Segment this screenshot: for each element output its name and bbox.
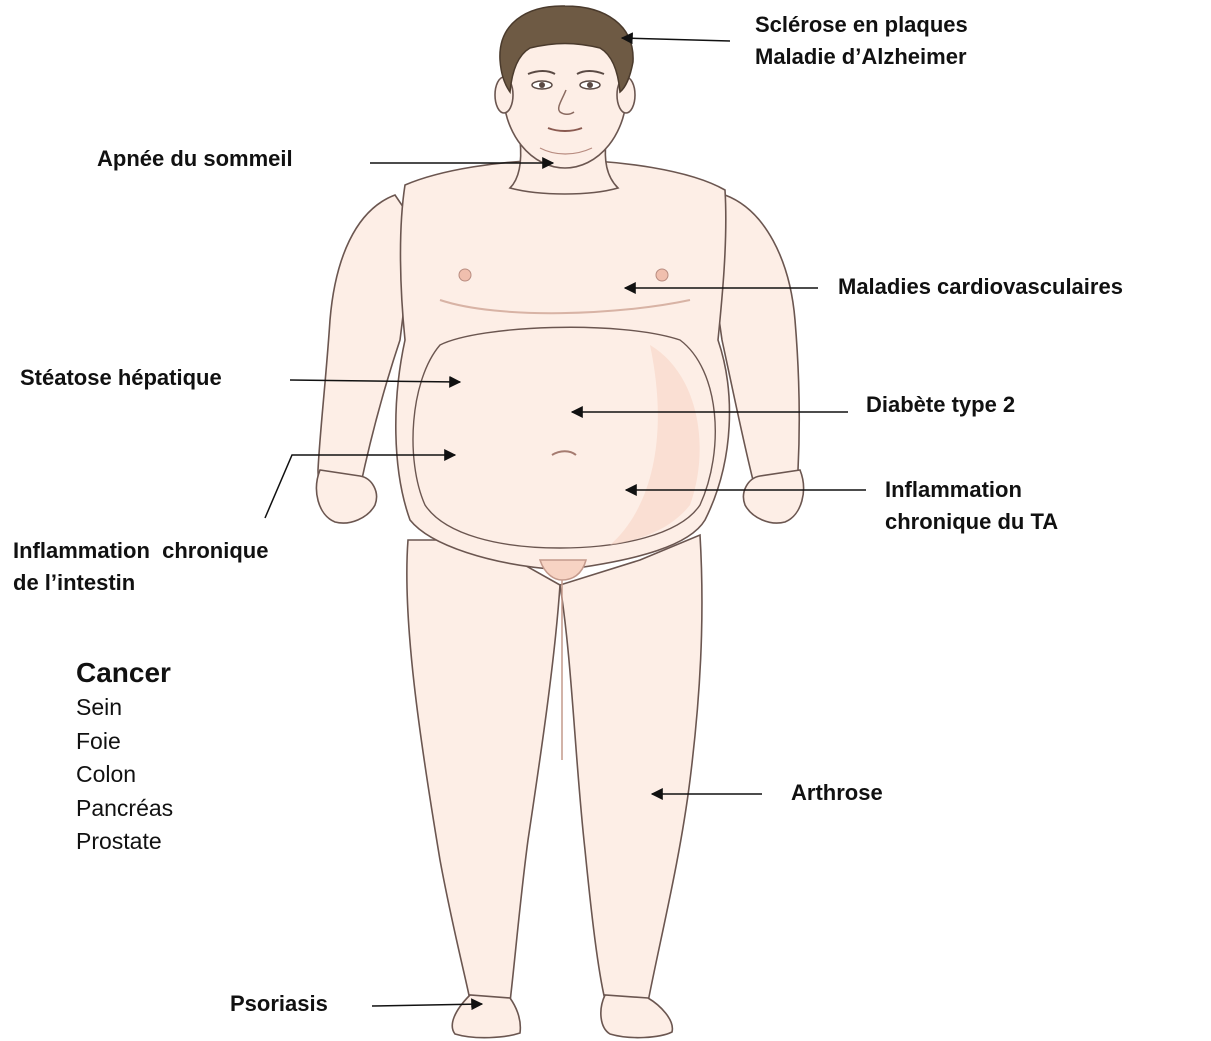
label-inflam-int-line2: de l’intestin <box>13 567 268 599</box>
left-leg <box>407 540 560 1002</box>
cancer-item: Colon <box>76 758 173 792</box>
left-iris <box>539 82 545 88</box>
right-leg <box>560 535 702 1002</box>
left-nipple <box>459 269 471 281</box>
label-steatose: Stéatose hépatique <box>20 362 222 394</box>
label-inflammation-intestin: Inflammation chronique de l’intestin <box>13 535 268 599</box>
label-inflam-ta-line1: Inflammation <box>885 474 1058 506</box>
cancer-item: Sein <box>76 691 173 725</box>
cancer-item: Foie <box>76 725 173 759</box>
label-cardio-text: Maladies cardiovasculaires <box>838 271 1123 303</box>
cancer-title: Cancer <box>76 655 173 691</box>
label-psoriasis: Psoriasis <box>230 988 328 1020</box>
right-foot <box>601 995 673 1038</box>
label-apnee-text: Apnée du sommeil <box>97 143 293 175</box>
label-apnee: Apnée du sommeil <box>97 143 293 175</box>
left-hand <box>316 470 376 523</box>
label-inflam-int-line1: Inflammation chronique <box>13 535 268 567</box>
label-sclerose-alzheimer: Sclérose en plaques Maladie d’Alzheimer <box>755 9 968 73</box>
cancer-item: Prostate <box>76 825 173 859</box>
label-alzheimer: Maladie d’Alzheimer <box>755 41 968 73</box>
label-cardio: Maladies cardiovasculaires <box>838 271 1123 303</box>
label-diabete: Diabète type 2 <box>866 389 1015 421</box>
body-figure <box>316 6 803 1038</box>
label-inflam-ta-line2: chronique du TA <box>885 506 1058 538</box>
left-foot <box>452 995 520 1038</box>
label-steatose-text: Stéatose hépatique <box>20 362 222 394</box>
arrow-sclerose <box>622 38 730 41</box>
label-arthrose: Arthrose <box>791 777 883 809</box>
right-nipple <box>656 269 668 281</box>
label-inflammation-ta: Inflammation chronique du TA <box>885 474 1058 538</box>
label-psoriasis-text: Psoriasis <box>230 988 328 1020</box>
label-diabete-text: Diabète type 2 <box>866 389 1015 421</box>
cancer-item: Pancréas <box>76 792 173 826</box>
label-arthrose-text: Arthrose <box>791 777 883 809</box>
label-sclerose: Sclérose en plaques <box>755 9 968 41</box>
right-iris <box>587 82 593 88</box>
